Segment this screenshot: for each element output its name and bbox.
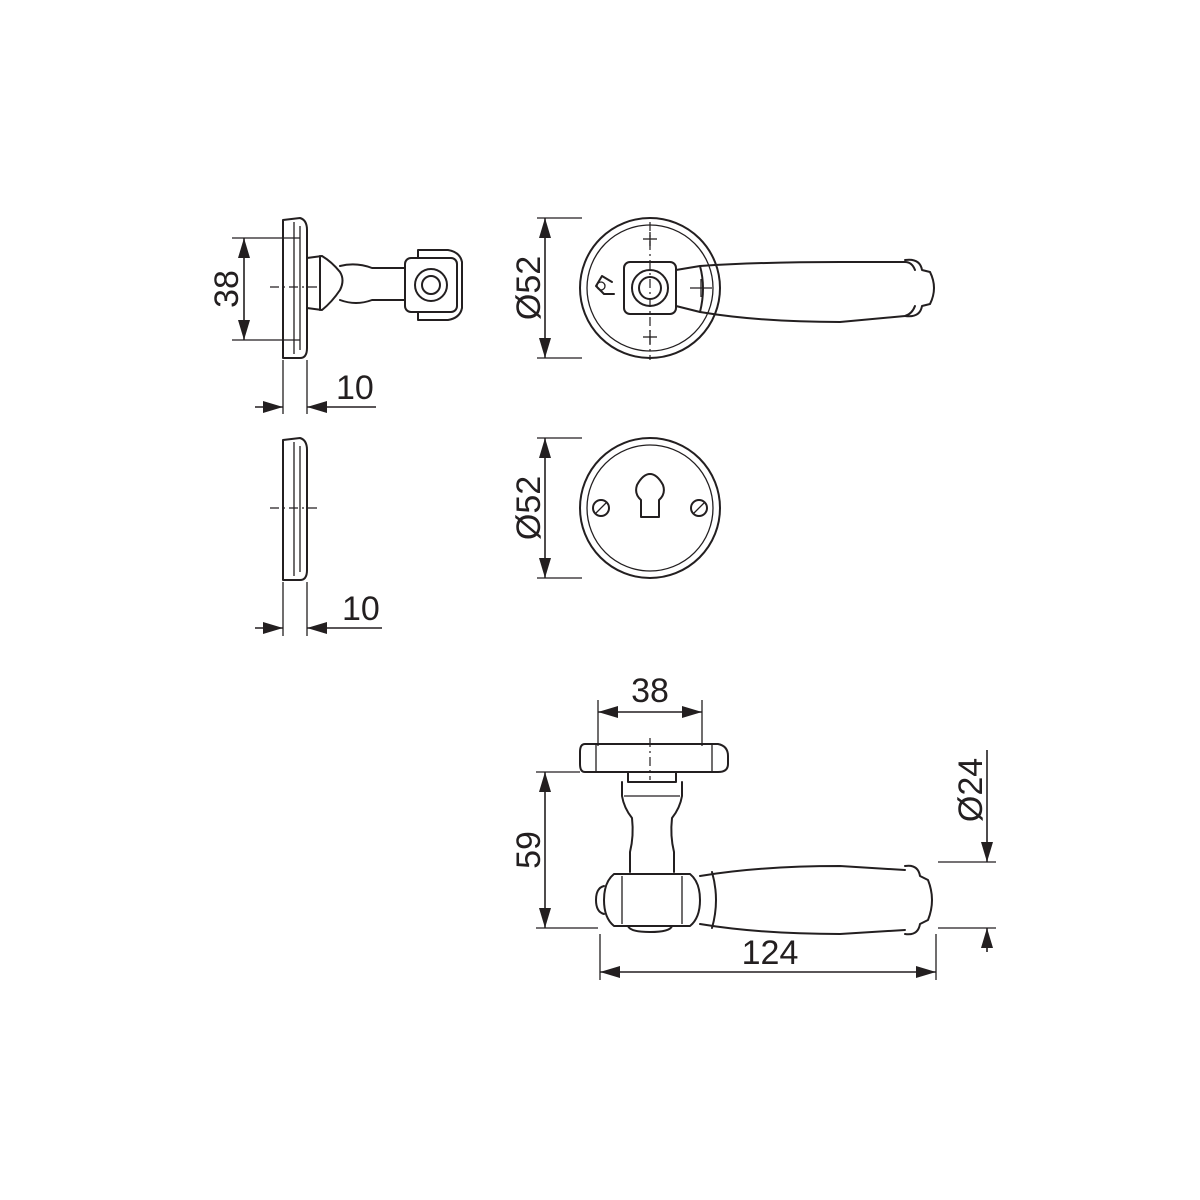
- dim-top-projection-label: 59: [510, 831, 548, 869]
- dim-side-rose-depth: 10: [255, 360, 376, 414]
- dim-side-rose-depth-label: 10: [336, 369, 374, 407]
- dim-top-lever-length: 124: [599, 934, 937, 980]
- dim-top-rose-width-label: 38: [631, 672, 669, 710]
- side-view-rose-lever: [270, 217, 463, 359]
- keyhole-icon: [635, 473, 665, 518]
- dim-top-rose-width: 38: [597, 672, 703, 746]
- dim-top-lever-diameter-label: Ø24: [952, 758, 990, 822]
- dim-side-escutcheon-depth: 10: [255, 582, 382, 636]
- dim-side-rose-height-label: 38: [208, 270, 246, 308]
- dim-top-projection: 59: [510, 771, 598, 929]
- top-view-handle: [579, 738, 933, 936]
- dim-front-escutcheon-diameter-label: Ø52: [510, 476, 548, 540]
- dim-front-rose-diameter-label: Ø52: [510, 256, 548, 320]
- front-view-rose-lever: [579, 217, 935, 360]
- dim-front-escutcheon-diameter: Ø52: [510, 437, 582, 579]
- dim-side-escutcheon-depth-label: 10: [342, 590, 380, 628]
- dim-front-rose-diameter: Ø52: [510, 217, 582, 359]
- side-view-escutcheon: [270, 437, 318, 581]
- dim-side-rose-height: 38: [208, 237, 300, 341]
- dim-top-lever-length-label: 124: [742, 934, 799, 972]
- front-view-escutcheon: [579, 437, 721, 579]
- dim-top-lever-diameter: Ø24: [938, 750, 996, 952]
